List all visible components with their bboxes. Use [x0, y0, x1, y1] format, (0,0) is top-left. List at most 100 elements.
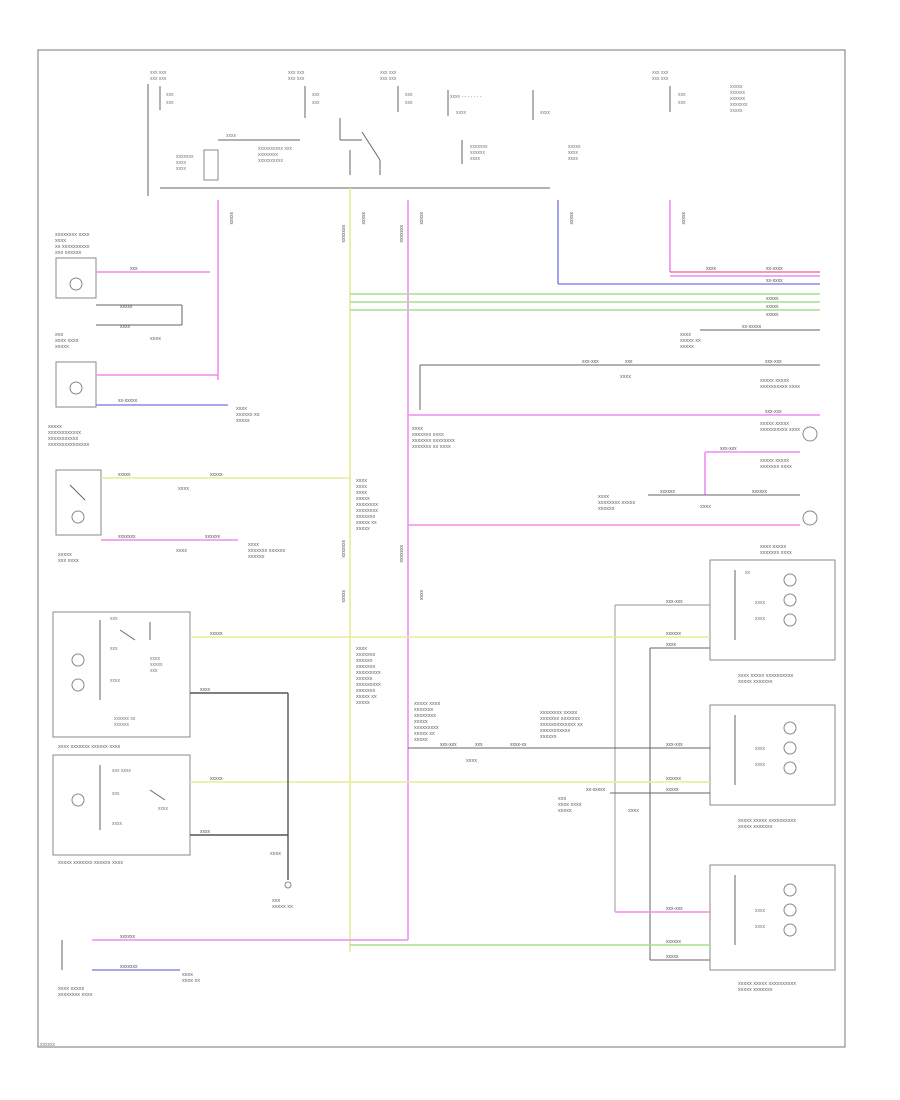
svg-text:xxxxx xx: xxxxx xx — [414, 731, 435, 737]
svg-text:xxxxxxx: xxxxxxx — [118, 534, 136, 540]
svg-text:xxx-xxx: xxx-xxx — [666, 599, 683, 605]
svg-text:xxxx: xxxx — [176, 166, 187, 172]
svg-text:xxxxx: xxxxx — [730, 108, 743, 114]
svg-text:xxx-xxx: xxx-xxx — [765, 409, 782, 415]
svg-text:xxxxxxx: xxxxxxx — [470, 144, 488, 150]
svg-text:xxxxx xxxxx: xxxxx xxxxx — [760, 458, 789, 464]
svg-text:xxxxx xx: xxxxx xx — [272, 904, 293, 910]
svg-text:xxxxxx: xxxxxx — [356, 658, 373, 664]
svg-text:xxxxxxx: xxxxxxx — [356, 652, 376, 658]
svg-text:xxxxx: xxxxx — [118, 472, 131, 478]
svg-text:xxxxxxx: xxxxxxx — [356, 514, 376, 520]
svg-text:xxxxx xxxxxxx xxxxxx xxxx: xxxxx xxxxxxx xxxxxx xxxx — [58, 860, 123, 866]
svg-text:xxxx xxxxxxx xxxxxx xxxx: xxxx xxxxxxx xxxxxx xxxx — [58, 744, 121, 750]
svg-text:xxxxxxx: xxxxxxx — [340, 225, 346, 243]
page-code: xxxxxx — [40, 1042, 56, 1048]
svg-text:xxxxxxxxxx: xxxxxxxxxx — [258, 158, 284, 164]
svg-text:xxxxxxx: xxxxxxx — [730, 102, 748, 108]
svg-text:xxx: xxx — [312, 92, 320, 98]
svg-text:xxx-xxx: xxx-xxx — [582, 359, 599, 365]
svg-text:xx xxxxxxxxxx: xx xxxxxxxxxx — [55, 244, 90, 250]
svg-text:xxx: xxx — [558, 796, 567, 802]
svg-text:xxx: xxx — [405, 92, 413, 98]
svg-text:xxxxx xxxxxxx: xxxxx xxxxxxx — [738, 987, 773, 993]
svg-text:xxxxxx xx: xxxxxx xx — [114, 716, 136, 722]
svg-text:xxxx: xxxx — [112, 821, 123, 827]
svg-text:xxxxxxx: xxxxxxx — [356, 664, 376, 670]
svg-text:xxxxxxxx xxxxx: xxxxxxxx xxxxx — [540, 710, 578, 716]
svg-text:xxx: xxx — [166, 92, 174, 98]
svg-text:xxx: xxx — [625, 359, 633, 365]
svg-text:xxx: xxx — [130, 266, 138, 272]
svg-text:xxxx: xxxx — [356, 478, 367, 484]
svg-text:xxxx: xxxx — [55, 238, 66, 244]
svg-text:xxxxxxxxxx xxxx: xxxxxxxxxx xxxx — [760, 384, 800, 390]
svg-text:xxxxx: xxxxx — [680, 212, 686, 225]
svg-text:xxxx: xxxx — [176, 548, 187, 554]
svg-text:xxxx: xxxx — [456, 110, 467, 116]
svg-text:xxxx: xxxx — [755, 908, 766, 914]
svg-text:xxx: xxx — [110, 646, 118, 652]
svg-text:xxx xxx: xxx xxx — [150, 70, 167, 76]
power-sources: xxx xxx xxx xxx xxx xxx xxx xxx xxx xxx … — [147, 70, 748, 196]
svg-text:xxxx: xxxx — [236, 406, 247, 412]
svg-text:xxxxx: xxxxx — [48, 424, 62, 430]
svg-text:xxxxx: xxxxx — [356, 700, 370, 706]
svg-text:xxx: xxx — [55, 332, 64, 338]
diagram-frame — [37, 49, 846, 1048]
fuse-source-1: xxx xxx xxx xxx xxx xxx — [147, 70, 174, 196]
svg-text:xxxx: xxxx — [540, 110, 551, 116]
svg-text:xxxxxxx: xxxxxxx — [398, 545, 404, 563]
svg-text:xxxxx: xxxxx — [414, 719, 428, 725]
svg-text:xxxx: xxxx — [150, 656, 161, 662]
svg-text:xxxx: xxxx — [110, 678, 121, 684]
svg-text:xx: xx — [745, 570, 751, 576]
svg-text:xxxx: xxxx — [120, 324, 131, 330]
svg-text:xxxxxxxx: xxxxxxxx — [258, 152, 279, 158]
svg-text:xxxxxxx xxxxxxxx: xxxxxxx xxxxxxxx — [412, 438, 455, 444]
svg-text:xxxxx: xxxxx — [210, 776, 223, 782]
svg-text:xxxxxxxxx: xxxxxxxxx — [356, 670, 381, 676]
svg-text:xxxxxxxx: xxxxxxxx — [414, 713, 436, 719]
svg-text:xxxx xxxx: xxxx xxxx — [558, 802, 582, 808]
svg-text:xxx-xxx: xxx-xxx — [666, 742, 683, 748]
svg-text:xxxx: xxxx — [666, 642, 677, 648]
svg-text:xxxx: xxxx — [466, 758, 477, 764]
svg-text:xxxxxxx: xxxxxxx — [414, 707, 434, 713]
svg-text:xxxxxxx xx xxxx: xxxxxxx xx xxxx — [412, 444, 451, 450]
svg-text:xxxxx: xxxxx — [666, 954, 679, 960]
svg-text:xxxxxxx xxxxxxx: xxxxxxx xxxxxxx — [540, 716, 580, 722]
right-devices: xx-xxxxx xxxx xxxxx xx xxxxx xxx-xxx xxx… — [350, 324, 836, 993]
trunk-wires: xxxxx xxxxx xxxxx xxxxx xxxxx xxxxxxx xx… — [217, 188, 686, 952]
svg-text:xxxx-xx: xxxx-xx — [510, 742, 527, 748]
left-devices: xxxxxxxx xxxx xxxx xx xxxxxxxxxx xxx xxx… — [48, 232, 408, 998]
svg-text:xxx xxxx: xxx xxxx — [58, 558, 79, 564]
svg-text:xxxxxxxxxxxxxxx: xxxxxxxxxxxxxxx — [48, 442, 90, 448]
svg-text:xxxxx: xxxxx — [568, 144, 581, 150]
svg-text:xxxxx: xxxxx — [210, 631, 223, 637]
svg-text:xxxxxxxxxx xxxx: xxxxxxxxxx xxxx — [760, 427, 800, 433]
svg-text:xxxxxxx: xxxxxxx — [340, 540, 346, 558]
svg-text:xxx xxx: xxx xxx — [652, 70, 669, 76]
svg-text:xxxx: xxxx — [356, 484, 367, 490]
svg-text:xxxxx xxxxx xxxxxxxxxx: xxxxx xxxxx xxxxxxxxxx — [738, 981, 796, 987]
svg-text:xxxxx: xxxxx — [340, 590, 346, 603]
svg-text:xxxxx xx: xxxxx xx — [356, 694, 377, 700]
svg-text:xxxx: xxxx — [598, 494, 609, 500]
svg-text:xxxx: xxxx — [755, 600, 766, 606]
svg-text:xxxx: xxxx — [176, 160, 187, 166]
svg-text:xxxxxx: xxxxxx — [356, 676, 373, 682]
svg-text:xxxxxxxxxxxxx xx: xxxxxxxxxxxxx xx — [540, 722, 583, 728]
svg-text:xxxxxx: xxxxxx — [598, 506, 615, 512]
svg-text:xxxxxxx xxxx: xxxxxxx xxxx — [760, 550, 792, 556]
svg-text:xxxx: xxxx — [755, 924, 766, 930]
svg-text:xxxxx: xxxxx — [150, 662, 163, 668]
svg-text:xxxx: xxxx — [158, 806, 169, 812]
svg-text:xxxx: xxxx — [755, 616, 766, 622]
svg-text:xxxx: xxxx — [568, 156, 579, 162]
svg-text:xxxx: xxxx — [200, 829, 211, 835]
svg-text:xxxx: xxxx — [248, 542, 259, 548]
fuse-source-4: xxx xxx xxx xxx xxx xxx xxxxx xxxxxx xxx… — [652, 70, 748, 114]
svg-text:xxxxx: xxxxx — [360, 212, 366, 225]
